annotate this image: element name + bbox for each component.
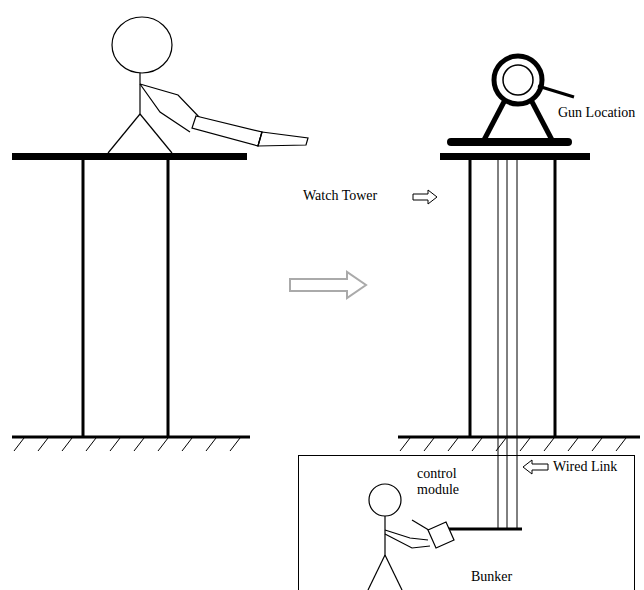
hatch-stroke (230, 438, 240, 451)
link-label: Wired Link (553, 459, 617, 475)
hatch-stroke (110, 438, 120, 451)
operator-figure (368, 484, 454, 590)
hatch-stroke (424, 438, 434, 451)
hatch-stroke (472, 438, 482, 451)
transition-arrow (290, 272, 366, 298)
manned-tower (12, 153, 250, 437)
hatch-stroke (38, 438, 48, 451)
hatch-stroke (448, 438, 458, 451)
hatch-stroke (134, 438, 144, 451)
hatch-stroke (158, 438, 168, 451)
hatch-stroke (592, 438, 602, 451)
ground-hatching (14, 438, 626, 451)
hatch-stroke (182, 438, 192, 451)
hatch-stroke (616, 438, 626, 451)
hatch-stroke (544, 438, 554, 451)
wired-link (446, 160, 522, 529)
region-label: Bunker (471, 569, 512, 585)
remote-tower (398, 153, 640, 437)
hatch-stroke (400, 438, 410, 451)
module-label: control module (417, 466, 477, 498)
gun-label: Gun Location (558, 105, 635, 121)
hatch-stroke (206, 438, 216, 451)
hatch-stroke (86, 438, 96, 451)
tower-label: Watch Tower (303, 188, 377, 204)
pointer-arrow (523, 460, 548, 474)
bunker-region: Bunker (298, 455, 635, 590)
hatch-stroke (568, 438, 578, 451)
hatch-stroke (14, 438, 24, 451)
pointer-arrow (413, 190, 437, 204)
hatch-stroke (62, 438, 72, 451)
remote-gun (447, 56, 574, 146)
guard-figure (108, 17, 308, 153)
hatch-stroke (520, 438, 530, 451)
